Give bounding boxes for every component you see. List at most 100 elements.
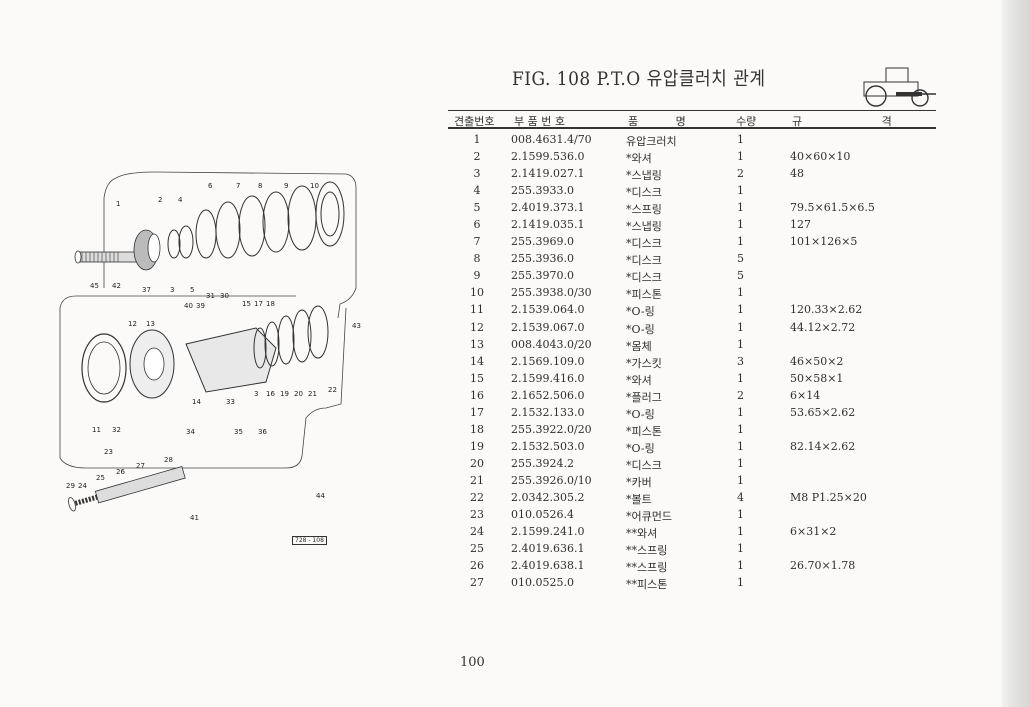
cell-name: *와셔 <box>626 373 652 387</box>
svg-text:9: 9 <box>284 182 288 190</box>
cell-name: *어큐먼드 <box>626 510 672 524</box>
cell-no: 22 <box>470 490 484 504</box>
table-header-rule <box>448 127 936 129</box>
cell-name: *와셔 <box>626 152 652 166</box>
svg-text:10: 10 <box>310 182 319 190</box>
svg-text:37: 37 <box>142 286 151 294</box>
svg-text:26: 26 <box>116 468 125 476</box>
svg-text:24: 24 <box>78 482 87 490</box>
cell-qty: 1 <box>737 286 744 300</box>
svg-text:44: 44 <box>316 492 325 500</box>
cell-no: 19 <box>470 439 484 453</box>
svg-text:25: 25 <box>96 474 105 482</box>
cell-no: 2 <box>473 150 481 164</box>
cell-name: **와셔 <box>626 527 658 541</box>
svg-text:11: 11 <box>92 426 101 434</box>
cell-part-no: 2.4019.373.1 <box>511 201 585 215</box>
svg-text:7: 7 <box>236 182 240 190</box>
cell-qty: 1 <box>737 201 744 215</box>
cell-name: *스냅링 <box>626 220 662 234</box>
svg-text:15: 15 <box>242 300 251 308</box>
cell-spec: 6×14 <box>790 388 821 402</box>
svg-text:20: 20 <box>294 390 303 398</box>
cell-part-no: 255.3926.0/10 <box>511 473 592 487</box>
svg-text:39: 39 <box>196 302 205 310</box>
cell-no: 14 <box>470 354 484 368</box>
cell-qty: 1 <box>737 473 744 487</box>
cell-qty: 1 <box>737 337 744 351</box>
cell-spec: 53.65×2.62 <box>790 405 856 419</box>
cell-no: 11 <box>470 303 484 317</box>
cell-part-no: 2.1569.109.0 <box>511 354 585 368</box>
svg-text:8: 8 <box>258 182 262 190</box>
cell-qty: 1 <box>737 150 744 164</box>
cell-name: *스냅링 <box>626 169 662 183</box>
cell-name: *디스크 <box>626 271 662 285</box>
cell-no: 26 <box>470 559 484 573</box>
svg-text:5: 5 <box>190 286 194 294</box>
cell-no: 21 <box>470 473 484 487</box>
svg-text:23: 23 <box>104 448 113 456</box>
cell-part-no: 2.1652.506.0 <box>511 388 585 402</box>
svg-text:22: 22 <box>328 386 337 394</box>
cell-name: *디스크 <box>626 237 662 251</box>
svg-text:13: 13 <box>146 320 155 328</box>
cell-part-no: 255.3924.2 <box>511 456 574 470</box>
svg-text:35: 35 <box>234 428 243 436</box>
svg-text:42: 42 <box>112 282 121 290</box>
cell-part-no: 2.1599.241.0 <box>511 525 585 539</box>
cell-no: 23 <box>470 508 484 522</box>
cell-name: *몸체 <box>626 339 652 353</box>
svg-text:32: 32 <box>112 426 121 434</box>
svg-text:14: 14 <box>192 398 201 406</box>
tractor-icon <box>863 67 936 107</box>
cell-spec: 50×58×1 <box>790 371 844 385</box>
cell-name: *가스킷 <box>626 356 662 370</box>
cell-name: *O-링 <box>626 407 655 421</box>
cell-spec: 120.33×2.62 <box>790 303 863 317</box>
cell-part-no: 255.3938.0/30 <box>511 286 592 300</box>
cell-name: *O-링 <box>626 322 655 336</box>
svg-text:28: 28 <box>164 456 173 464</box>
cell-name: *볼트 <box>626 492 652 506</box>
cell-qty: 1 <box>737 439 744 453</box>
svg-text:17: 17 <box>254 300 263 308</box>
cell-name: *디스크 <box>626 254 662 268</box>
cell-part-no: 255.3970.0 <box>511 269 574 283</box>
cell-qty: 1 <box>737 405 744 419</box>
cell-name: *피스톤 <box>626 288 662 302</box>
cell-qty: 1 <box>737 559 744 573</box>
svg-text:6: 6 <box>208 182 213 190</box>
svg-text:21: 21 <box>308 390 317 398</box>
cell-name: **피스톤 <box>626 578 668 592</box>
table-top-rule <box>448 110 936 111</box>
cell-part-no: 255.3933.0 <box>511 184 574 198</box>
cell-qty: 1 <box>737 235 744 249</box>
cell-part-no: 008.4043.0/20 <box>511 337 592 351</box>
svg-text:29: 29 <box>66 482 75 490</box>
cell-qty: 1 <box>737 576 744 590</box>
cell-spec: 26.70×1.78 <box>790 559 856 573</box>
cell-name: **스프링 <box>626 544 668 558</box>
svg-text:2: 2 <box>158 196 162 204</box>
svg-text:41: 41 <box>190 514 199 522</box>
cell-qty: 5 <box>737 252 744 266</box>
cell-qty: 1 <box>737 133 744 146</box>
header-no: 견출번호 <box>454 115 495 128</box>
svg-text:3: 3 <box>254 390 258 398</box>
cell-part-no: 2.1419.035.1 <box>511 218 585 232</box>
cell-spec: 127 <box>790 218 811 232</box>
cell-qty: 1 <box>737 508 744 522</box>
cell-part-no: 2.1532.503.0 <box>511 439 585 453</box>
cell-part-no: 2.0342.305.2 <box>511 490 585 504</box>
